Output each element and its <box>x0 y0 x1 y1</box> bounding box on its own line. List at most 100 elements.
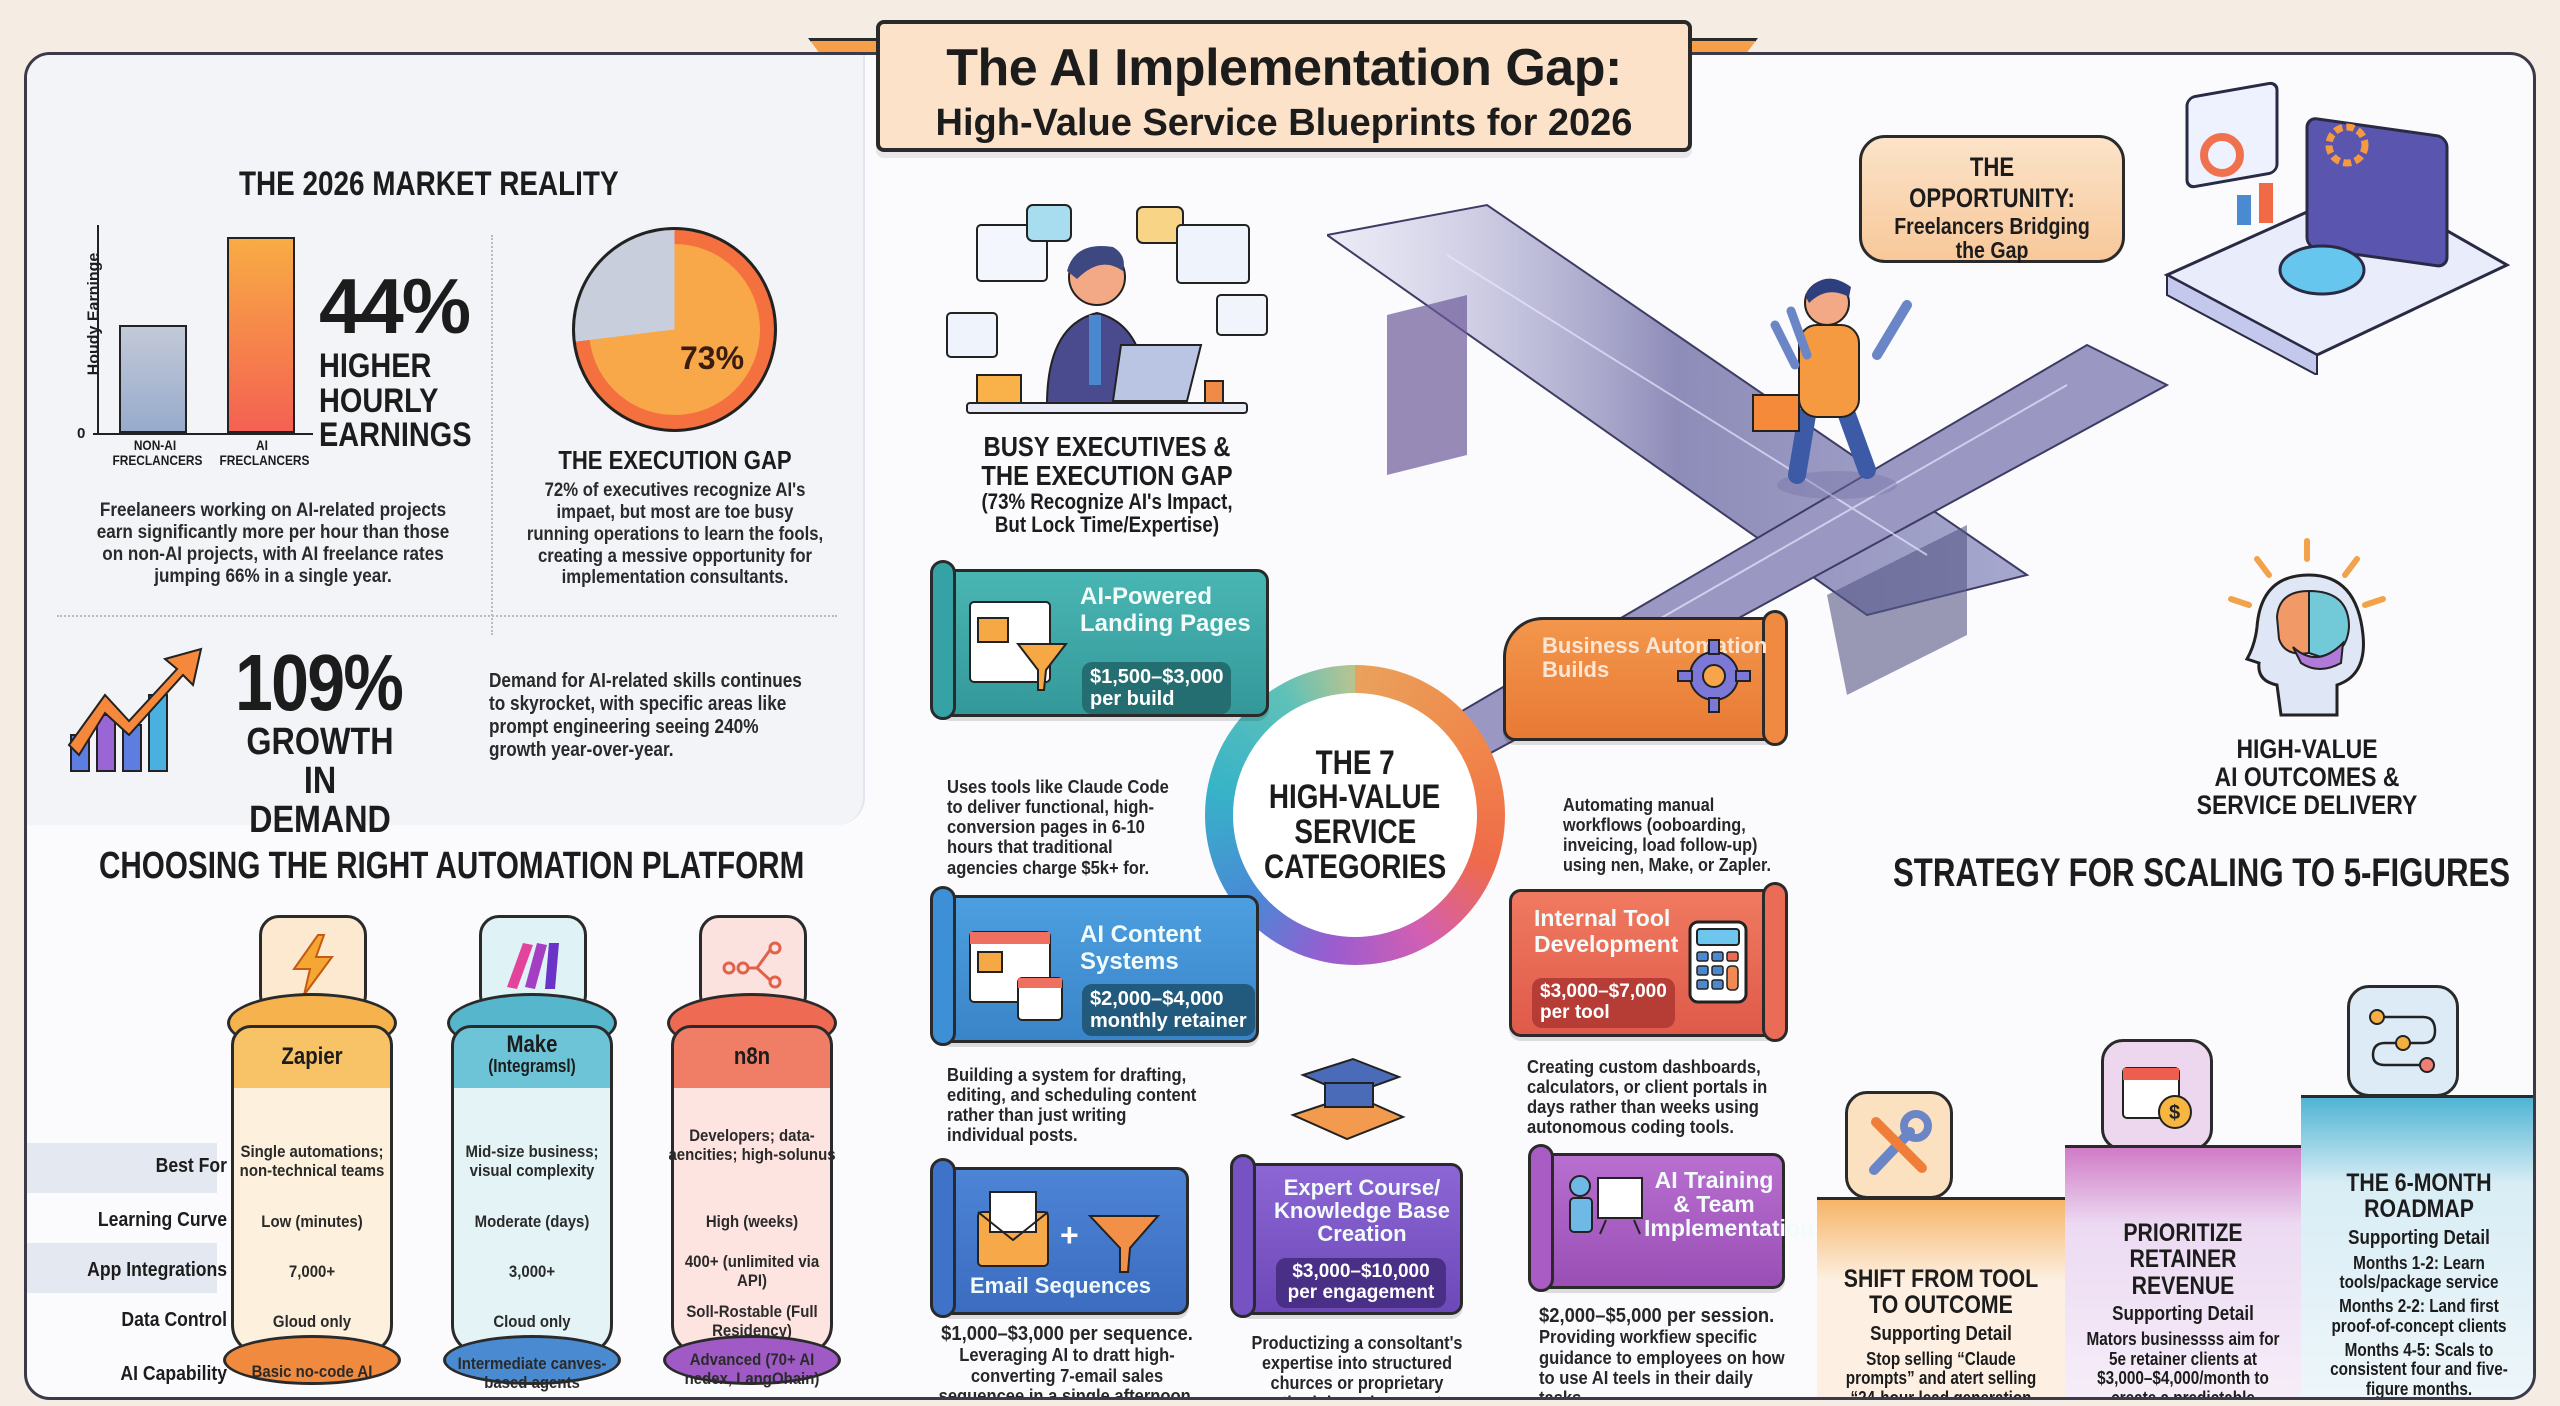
bar-label-non-ai-1: NON-AI <box>133 437 177 453</box>
service-categories-hub: THE 7 HIGH-VALUE SERVICE CATEGORIES <box>1233 693 1477 937</box>
platform-name-zapier: Zapier <box>281 1043 343 1070</box>
strategy-step-2-title: PRIORITIZE RETAINER REVENUE <box>2123 1219 2243 1300</box>
row-label-best-for: Best For <box>155 1155 227 1177</box>
service-desc-email-sequences: Leveraging AI to dratt high-converting 7… <box>938 1345 1196 1400</box>
hub-line1: THE 7 <box>1315 743 1395 782</box>
service-card-landing-pages[interactable]: AI-Powered Landing Pages $1,500–$3,000 p… <box>930 560 1269 720</box>
service-card-email-sequences[interactable]: + Email Sequences <box>930 1158 1189 1318</box>
service-card-ai-training[interactable]: AI Training & Team Implementation <box>1528 1144 1814 1292</box>
market-reality-title: THE 2026 MARKET REALITY <box>239 165 619 203</box>
growth-stat-value: 109% <box>235 638 404 727</box>
earnings-bar-chart: Houdy Earninge 0 NON-AI FRECLANCERS AI F… <box>57 225 347 469</box>
earnings-stat-value: 44% <box>319 262 471 350</box>
earnings-stat-line3: EARNINGS <box>319 416 472 455</box>
service-desc-content-systems: Building a system for drafting, editing,… <box>947 1065 1197 1146</box>
service-card-content-systems[interactable]: AI Content Systems $2,000–$4,000 monthly… <box>930 886 1259 1046</box>
market-reality-section: THE 2026 MARKET REALITY Houdy Earninge 0… <box>27 55 865 839</box>
outcomes-line1: HIGH-VALUE <box>2236 734 2378 764</box>
growth-chart-icon <box>67 645 207 775</box>
strategy-step-1: SHIFT FROM TOOL TO OUTCOME Supporting De… <box>1817 1197 2065 1400</box>
wrench-screwdriver-icon <box>1845 1091 1953 1199</box>
svg-text:$: $ <box>2169 1102 2180 1124</box>
opportunity-speech-bubble: THE OPPORTUNITY: Freelancers Bridging th… <box>1859 135 2125 263</box>
earnings-description: Freelaneers working on AI-related projec… <box>96 500 450 587</box>
service-card-business-automation[interactable]: Business Automation Builds <box>1503 610 1788 746</box>
row-label-app-integrations: App Integrations <box>87 1259 227 1281</box>
service-title-content-systems: AI Content Systems <box>1080 921 1202 975</box>
calendar-dollar-icon: $ <box>2101 1039 2213 1151</box>
busy-executive-illustration <box>937 195 1277 425</box>
make-ai-capability: Intermediate canves-based agents <box>457 1354 607 1392</box>
strategy-step-3-sub: Supporting Detail <box>2348 1226 2490 1249</box>
growth-description: Demand for AI-related skills continues t… <box>489 670 802 761</box>
service-desc-business-automation: Automating manual workflows (ooboarding,… <box>1563 795 1771 876</box>
platform-column-zapier[interactable]: Zapier Single automations; non-technical… <box>217 915 407 1395</box>
service-price-unit-expert-course: per engagement <box>1287 1281 1435 1303</box>
platform-name-n8n: n8n <box>733 1043 771 1070</box>
service-price-unit-internal-tool: per tool <box>1540 1001 1610 1023</box>
strategy-step-3: THE 6-MONTH ROADMAP Supporting Detail Mo… <box>2301 1095 2533 1397</box>
growth-stat-line1: GROWTH IN <box>246 721 394 802</box>
service-card-internal-tool[interactable]: Internal Tool Development $3,000–$7,000 … <box>1509 882 1788 1042</box>
service-title-internal-tool: Internal Tool Development <box>1534 905 1679 957</box>
hub-line2: HIGH-VALUE <box>1269 778 1441 817</box>
service-price-email-sequences: $1,000–$3,000 per sequence. <box>941 1323 1193 1345</box>
bar-chart-zero: 0 <box>77 425 86 442</box>
execution-gap-title: THE EXECUTION GAP <box>558 445 792 475</box>
strategy-step-2-body: Mators businessss aim for 5e retainer cl… <box>2086 1328 2280 1400</box>
service-title-email-sequences: Email Sequences <box>970 1273 1151 1298</box>
zapier-data-control: Gloud only <box>272 1312 352 1331</box>
page-title: The AI Implementation Gap: <box>946 39 1622 97</box>
service-price-unit-landing-pages: per build <box>1090 688 1175 710</box>
n8n-learning-curve: High (weeks) <box>705 1212 799 1231</box>
service-title-ai-training: AI Training & Team Implementation <box>1644 1167 1814 1242</box>
earnings-stat-line1: HIGHER <box>319 347 432 385</box>
strategy-step-2: PRIORITIZE RETAINER REVENUE Supporting D… <box>2065 1145 2301 1400</box>
execution-gap-text: 72% of executives recognize AI's impaet,… <box>526 480 824 589</box>
infographic-panel: THE 2026 MARKET REALITY Houdy Earninge 0… <box>24 52 2536 1400</box>
executives-title-1: BUSY EXECUTIVES & <box>983 431 1231 462</box>
n8n-ai-capability: Advanced (70+ AI nedex, LangOhain) <box>684 1350 820 1388</box>
strategy-step-1-title: SHIFT FROM TOOL TO OUTCOME <box>1843 1265 2039 1320</box>
service-desc-expert-course: Productizing a consoltant's expertise in… <box>1251 1333 1463 1397</box>
trainer-presentation-icon <box>1566 1172 1646 1242</box>
zapier-ai-capability: Basic no-code AI <box>251 1362 373 1381</box>
service-price-ai-training: $2,000–$5,000 per session. <box>1539 1305 1775 1327</box>
service-desc-ai-training: Providing workfiew specific guidance to … <box>1539 1327 1785 1400</box>
n8n-app-integrations: 400+ (unlimited via API) <box>684 1252 820 1290</box>
service-price-landing-pages: $1,500–$3,000 <box>1090 666 1224 688</box>
freelancer-figure-icon <box>1727 245 1927 505</box>
service-price-content-systems: $2,000–$4,000 <box>1090 988 1224 1010</box>
pie-value-label: 73% <box>680 340 745 376</box>
strategy-step-3-title: THE 6-MONTH ROADMAP <box>2346 1169 2492 1224</box>
platform-column-make[interactable]: Make (Integramsl) Mid-size business; vis… <box>437 915 627 1395</box>
title-banner: The AI Implementation Gap: High-Value Se… <box>876 20 1692 152</box>
strategy-step-1-body: Stop selling “Claude prompts” and atert … <box>1845 1348 2037 1400</box>
executives-note-1: (73% Recognize AI's Impact, <box>981 489 1233 515</box>
platform-column-n8n[interactable]: n8n Developers; data-aencities; high-sol… <box>657 915 847 1395</box>
page-subtitle: High-Value Service Blueprints for 2026 <box>935 102 1633 144</box>
bar-label-ai-2: FRECLANCERS <box>219 452 310 469</box>
strategy-step-3-item-2: Months 2-2: Land first proof-of-concept … <box>2331 1296 2507 1336</box>
executives-note-2: But Lock Time/Expertise) <box>994 512 1220 538</box>
email-funnel-icon: + <box>970 1182 1180 1274</box>
make-data-control: Cloud only <box>493 1312 571 1331</box>
earnings-stat-line2: HOURLY <box>319 381 439 420</box>
service-card-expert-course[interactable]: Expert Course/ Knowledge Base Creation $… <box>1230 1154 1463 1318</box>
bar-label-non-ai-2: FRECLANCERS <box>112 452 203 469</box>
svg-text:+: + <box>1060 1217 1079 1253</box>
growth-stat-line2: DEMAND <box>249 798 391 841</box>
opportunity-title: THE OPPORTUNITY: <box>1909 152 2075 213</box>
row-label-ai-capability: AI Capability <box>120 1363 227 1385</box>
service-price-unit-content-systems: monthly retainer <box>1090 1010 1247 1032</box>
service-price-expert-course: $3,000–$10,000 <box>1292 1261 1430 1282</box>
n8n-data-control: Soll-Rostable (Full Residency) <box>686 1302 818 1340</box>
content-calendar-icon <box>968 928 1068 1024</box>
strategy-step-1-sub: Supporting Detail <box>1870 1322 2012 1345</box>
n8n-best-for: Developers; data-aencities; high-solunus <box>668 1126 836 1164</box>
bar-ai <box>227 237 295 433</box>
platforms-title: CHOOSING THE RIGHT AUTOMATION PLATFORM <box>99 845 805 887</box>
make-best-for: Mid-size business; visual complexity <box>465 1142 599 1180</box>
row-label-data-control: Data Control <box>121 1309 227 1331</box>
zapier-learning-curve: Low (minutes) <box>261 1212 363 1231</box>
